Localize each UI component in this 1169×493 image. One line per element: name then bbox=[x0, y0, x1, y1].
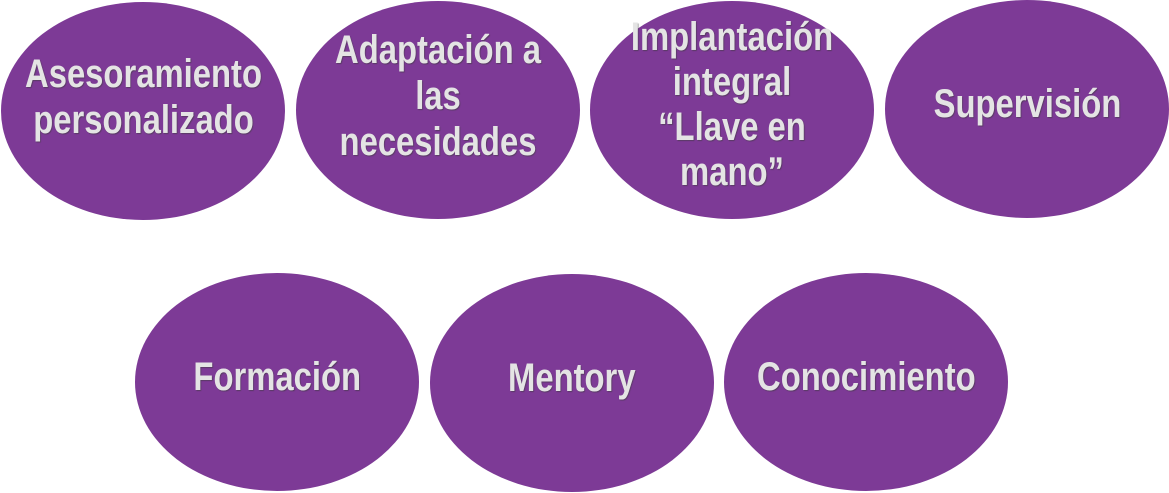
ellipse-adaptacion-necesidades: Adaptación a las necesidades bbox=[296, 1, 580, 219]
ellipse-supervision: Supervisión bbox=[885, 0, 1169, 218]
ellipse-asesoramiento-personalizado: Asesoramiento personalizado bbox=[1, 2, 285, 220]
ellipse-formacion: Formación bbox=[135, 273, 419, 491]
ellipse-label: Formación bbox=[193, 355, 361, 399]
ellipse-label: Implantación integral “Llave en mano” bbox=[630, 15, 834, 194]
ellipse-label: Mentory bbox=[508, 356, 636, 400]
ellipse-conocimiento: Conocimiento bbox=[724, 273, 1008, 491]
ellipse-implantacion-integral: Implantación integral “Llave en mano” bbox=[590, 1, 874, 219]
ellipse-label: Conocimiento bbox=[756, 355, 976, 399]
ellipse-label: Asesoramiento personalizado bbox=[24, 52, 262, 142]
ellipse-mentory: Mentory bbox=[430, 274, 714, 492]
ellipse-label: Supervisión bbox=[933, 82, 1121, 126]
ellipse-label: Adaptación a las necesidades bbox=[335, 28, 541, 164]
